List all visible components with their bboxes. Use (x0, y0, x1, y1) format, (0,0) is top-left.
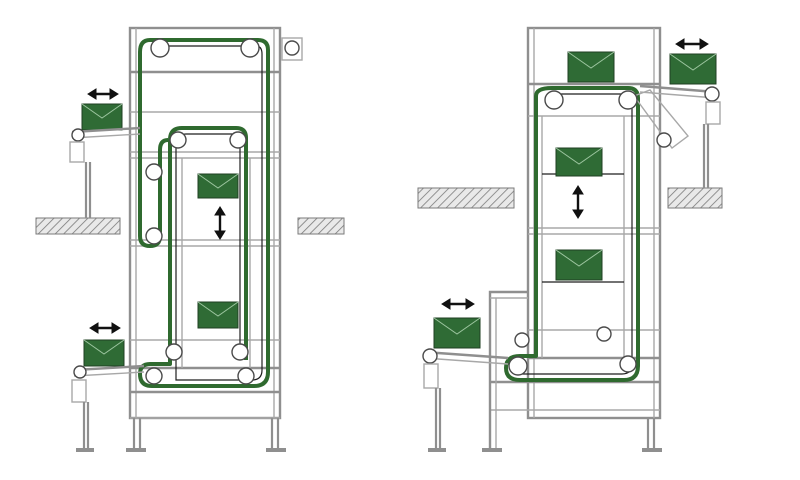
right-package-infeed (433, 317, 481, 349)
left-package-upper-car (197, 173, 239, 199)
right-lower-transfer-arm (422, 348, 509, 452)
left-tensioner-bracket (281, 37, 303, 61)
horizontal-arrow-icon (675, 38, 709, 50)
left-belt-outer (138, 38, 270, 388)
horizontal-arrow-icon (87, 88, 119, 100)
right-floor-slab-right (667, 187, 723, 209)
right-package-lower-car (555, 249, 603, 281)
horizontal-arrow-icon (89, 322, 121, 334)
left-lift-conveyor (35, 26, 345, 452)
left-package-lower-car (197, 301, 239, 329)
right-package-outfeed (669, 53, 717, 85)
right-package-top (567, 51, 615, 83)
right-upper-transfer-arm (639, 84, 721, 188)
vertical-arrow-icon (572, 185, 584, 219)
left-pulleys (145, 38, 300, 385)
vertical-arrow-icon (214, 206, 226, 240)
left-lower-transfer-arm (71, 364, 145, 452)
right-belt-outer (504, 86, 640, 382)
right-pulleys (508, 90, 638, 376)
right-package-upper-car (555, 147, 603, 177)
left-package-top-shelf (81, 103, 123, 131)
left-floor-slab-right (297, 217, 345, 235)
right-lift-conveyor (417, 26, 723, 452)
right-floor-slab-left (417, 187, 515, 209)
left-main-frame (128, 26, 282, 420)
left-belt-left-run (138, 38, 169, 248)
left-upper-transfer-arm (69, 126, 141, 218)
left-floor-slab-left (35, 217, 121, 235)
right-frame-legs (482, 418, 662, 452)
left-frame-legs (126, 418, 286, 452)
left-package-bottom-shelf (83, 339, 125, 367)
horizontal-arrow-icon (441, 298, 475, 310)
